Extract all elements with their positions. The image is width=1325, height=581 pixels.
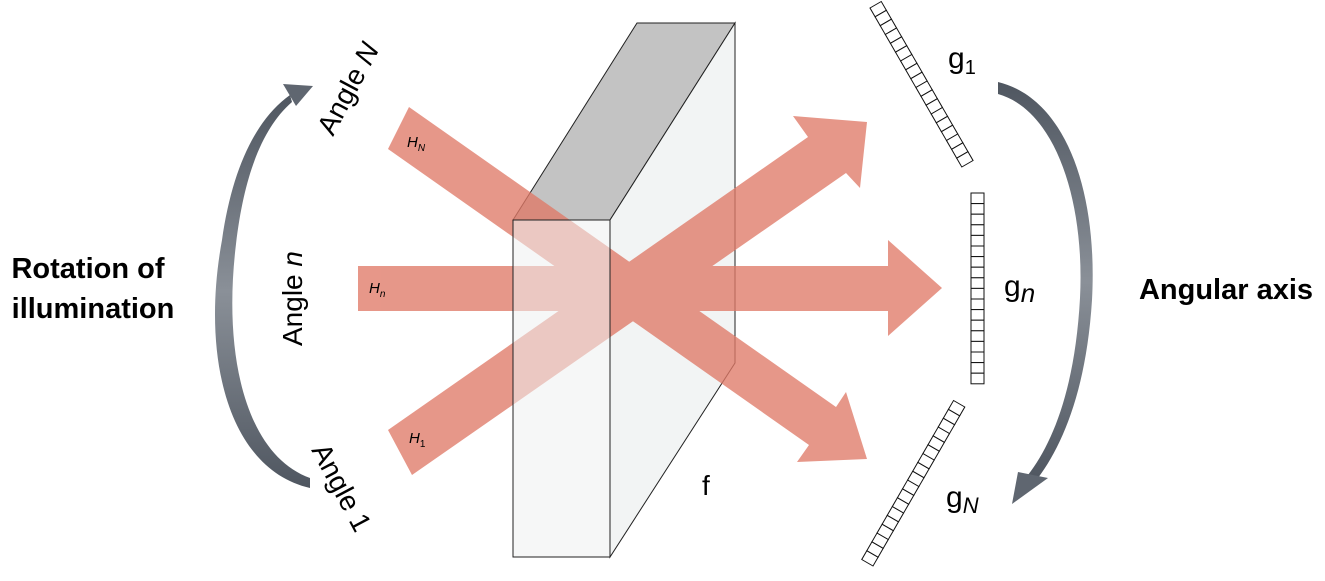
sample-label: f	[702, 470, 710, 501]
detector-bottom-sub: N	[963, 493, 979, 518]
angle-bottom-text: Angle	[306, 438, 371, 523]
angular-axis-label: Angular axis	[1139, 274, 1313, 306]
angle-top-text: Angle	[311, 55, 376, 140]
detector-top-base: g	[948, 42, 965, 75]
beam-top-sub: N	[418, 143, 426, 154]
beam-bottom-sub: 1	[420, 439, 426, 450]
detector-pixel	[970, 224, 985, 236]
detector-top-sub: 1	[965, 57, 976, 79]
detector-bottom	[861, 399, 966, 567]
detector-pixel	[970, 234, 985, 247]
detector-pixel	[970, 277, 985, 289]
rotation-label-line2: illumination	[12, 293, 175, 325]
detector-pixel	[970, 298, 985, 311]
beam-middle-base: H	[369, 280, 380, 297]
beam-middle-label: Hn	[369, 280, 386, 300]
beam-top-base: H	[407, 134, 418, 151]
detector-pixel	[970, 372, 985, 385]
angle-bottom-label: Angle 1	[306, 438, 378, 536]
beam-bottom-label: H1	[409, 430, 426, 450]
angle-middle-var: n	[277, 251, 308, 267]
detector-pixel	[970, 351, 985, 364]
detector-pixel	[970, 309, 985, 321]
detector-middle-base: g	[1004, 270, 1021, 303]
angle-middle-text: Angle	[277, 267, 308, 346]
angular-axis-arrow-icon	[998, 82, 1093, 504]
detector-pixel	[956, 150, 974, 168]
detector-bottom-base: g	[946, 481, 963, 514]
detector-top	[869, 0, 974, 168]
detector-pixel	[970, 256, 985, 268]
detector-pixel	[970, 340, 985, 353]
detector-pixel	[970, 203, 985, 215]
detector-pixel	[970, 330, 985, 342]
detector-bottom-label: gN	[946, 481, 979, 518]
beam-bottom-base: H	[409, 430, 420, 447]
detector-middle-label: gn	[1004, 270, 1035, 308]
detector-middle	[970, 192, 985, 385]
beam-middle-sub: n	[380, 289, 386, 300]
detector-pixel	[970, 266, 985, 279]
detector-pixel	[970, 287, 985, 300]
detector-pixel	[970, 362, 985, 374]
detector-middle-sub: n	[1021, 278, 1035, 308]
rotation-label-line1: Rotation of	[11, 253, 164, 285]
detector-pixel	[970, 192, 985, 205]
rotation-arrow-icon	[215, 84, 313, 488]
detector-pixel	[970, 245, 985, 258]
beams	[358, 107, 942, 475]
detector-top-label: g1	[948, 42, 976, 79]
angle-middle-label: Angle n	[277, 251, 308, 346]
detector-pixel	[947, 399, 966, 417]
detector-pixel	[970, 319, 985, 332]
beam-top-label: HN	[407, 134, 426, 154]
sample-slab-front-face	[512, 219, 611, 558]
angle-top-label: Angle N	[311, 37, 386, 140]
detector-pixel	[970, 213, 985, 226]
beam-hn-middle	[358, 240, 942, 336]
